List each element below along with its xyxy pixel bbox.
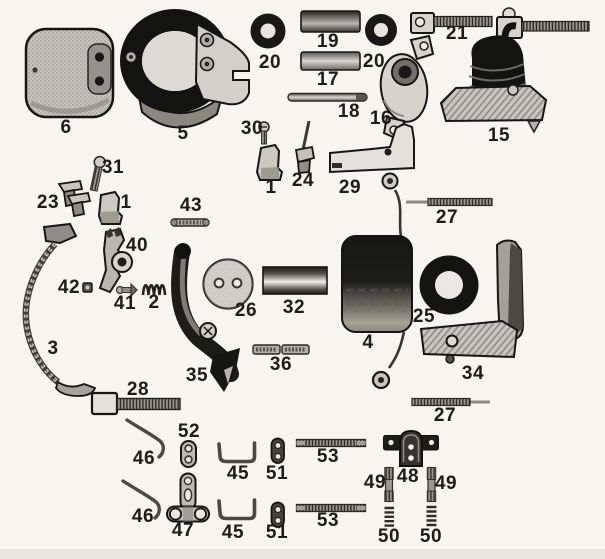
- part-label-46-wire-spring-lower: 46: [131, 506, 155, 527]
- part-label-19-roller-large: 19: [316, 31, 340, 52]
- part-label-50-coil-spring-left: 50: [377, 526, 401, 547]
- part-label-34-bracket-arm: 34: [461, 363, 485, 384]
- part-34-bracket-arm: [419, 239, 525, 364]
- part-27-rod-lower: [411, 397, 490, 407]
- part-label-32-roller-bright: 32: [282, 297, 306, 318]
- part-49-stud-left: [384, 466, 394, 503]
- part-label-51-contact-plate-lower: 51: [265, 522, 289, 543]
- part-41-screw: [115, 282, 138, 298]
- part-27-rod-upper: [406, 197, 493, 207]
- part-45-clip-upper: [217, 441, 257, 464]
- part-52-link-plate: [180, 440, 197, 468]
- part-label-49-stud-right: 49: [434, 473, 458, 494]
- part-label-53-threaded-rod-upper: 53: [316, 446, 340, 467]
- part-label-25-washer: 25: [412, 306, 436, 327]
- part-label-20-grommet-left: 20: [258, 52, 282, 73]
- part-32-roller: [262, 266, 328, 295]
- part-label-35-lever: 35: [185, 365, 209, 386]
- part-49-stud-right: [426, 466, 437, 503]
- part-label-18-pin-rod: 18: [337, 101, 361, 122]
- part-label-5-breaker-frame: 5: [177, 123, 189, 144]
- part-36-rod-split: [252, 344, 310, 355]
- part-51-contact-plate-upper: [270, 437, 285, 464]
- part-label-27-rod-upper: 27: [435, 207, 459, 228]
- part-label-49-stud-left: 49: [363, 472, 387, 493]
- part-16-cam: [379, 34, 435, 142]
- part-25-washer: [419, 255, 479, 315]
- part-3-braided-cable: [22, 222, 97, 397]
- part-35-lever: [171, 243, 240, 392]
- part-1-bracket-left: [97, 190, 124, 225]
- part-15-spring-assembly: [439, 7, 590, 134]
- part-label-15-spring-assembly: 15: [487, 125, 511, 146]
- part-label-16-cam: 16: [369, 108, 393, 129]
- part-label-21-terminal-bolt: 21: [445, 23, 469, 44]
- part-2-spring: [141, 283, 167, 296]
- part-42-nut: [82, 282, 93, 293]
- part-46-wire-spring-lower: [121, 479, 161, 520]
- part-label-31-screw: 31: [101, 157, 125, 178]
- part-label-42-nut-small: 42: [57, 277, 81, 298]
- part-label-29-actuator-arm: 29: [338, 177, 362, 198]
- part-label-2-spring-small: 2: [148, 292, 160, 313]
- part-label-40-latch: 40: [125, 235, 149, 256]
- part-label-53-threaded-rod-lower: 53: [316, 510, 340, 531]
- part-47-t-bracket: [166, 472, 210, 523]
- part-label-20-grommet-right: 20: [362, 51, 386, 72]
- part-6-cover-plate: [24, 27, 115, 119]
- part-18-pin: [287, 92, 368, 102]
- part-label-41-screw-tiny: 41: [113, 293, 137, 314]
- part-50-coil-spring-right: [426, 505, 437, 527]
- part-30-screw: [258, 121, 270, 145]
- part-26-disc: [202, 258, 254, 310]
- part-label-26-disc: 26: [234, 300, 258, 321]
- part-label-1-angle-bracket-right: 1: [265, 177, 277, 198]
- part-46-wire-spring-upper: [125, 418, 165, 459]
- part-24-contact-strip: [294, 120, 316, 174]
- part-50-coil-spring-left: [384, 506, 394, 527]
- part-53-threaded-rod-upper: [295, 438, 367, 448]
- part-31-screw: [89, 155, 106, 192]
- part-label-1-angle-bracket-left: 1: [120, 192, 132, 213]
- part-label-50-coil-spring-right: 50: [419, 526, 443, 547]
- part-43-pin: [170, 218, 210, 227]
- part-21-terminal-bolt: [410, 12, 493, 34]
- part-48-mounting-block: [383, 429, 439, 467]
- part-45-clip-lower: [217, 498, 257, 521]
- part-label-45-clip-lower: 45: [221, 522, 245, 543]
- part-1-bracket-right: [255, 143, 284, 181]
- part-label-47-t-bracket: 47: [171, 520, 195, 541]
- part-53-threaded-rod-lower: [295, 503, 367, 513]
- part-19-roller: [300, 10, 361, 33]
- part-label-6-cover-plate: 6: [60, 117, 72, 138]
- part-label-43-pin-small: 43: [179, 195, 203, 216]
- part-label-4-coil: 4: [362, 332, 374, 353]
- part-label-3-braided-cable: 3: [47, 338, 59, 359]
- part-label-28-adjusting-bolt: 28: [126, 379, 150, 400]
- part-51-contact-plate-lower: [270, 501, 285, 528]
- scan-edge: [0, 549, 605, 559]
- part-label-36-rod-split: 36: [269, 354, 293, 375]
- part-label-27-rod-lower: 27: [433, 405, 457, 426]
- part-40-latch: [98, 227, 133, 294]
- part-4-coil: [341, 189, 413, 390]
- part-17-roller: [300, 51, 361, 71]
- part-20-grommet-left: [250, 13, 286, 49]
- part-label-46-wire-spring-upper: 46: [132, 448, 156, 469]
- part-label-51-contact-plate-upper: 51: [265, 463, 289, 484]
- part-label-30-screw-small: 30: [240, 118, 264, 139]
- part-20-grommet-right: [365, 14, 397, 46]
- part-label-23-clip-brackets: 23: [36, 192, 60, 213]
- part-label-24-contact-strip: 24: [291, 170, 315, 191]
- part-23-clip-brackets: [57, 179, 92, 218]
- part-label-52-link-plate: 52: [177, 421, 201, 442]
- part-29-actuator-arm: [329, 122, 415, 190]
- part-label-17-roller-small: 17: [316, 69, 340, 90]
- part-label-48-mounting-block: 48: [396, 466, 420, 487]
- part-28-adjusting-bolt: [90, 391, 181, 416]
- part-5-breaker-frame: [120, 9, 250, 129]
- part-label-45-clip-upper: 45: [226, 463, 250, 484]
